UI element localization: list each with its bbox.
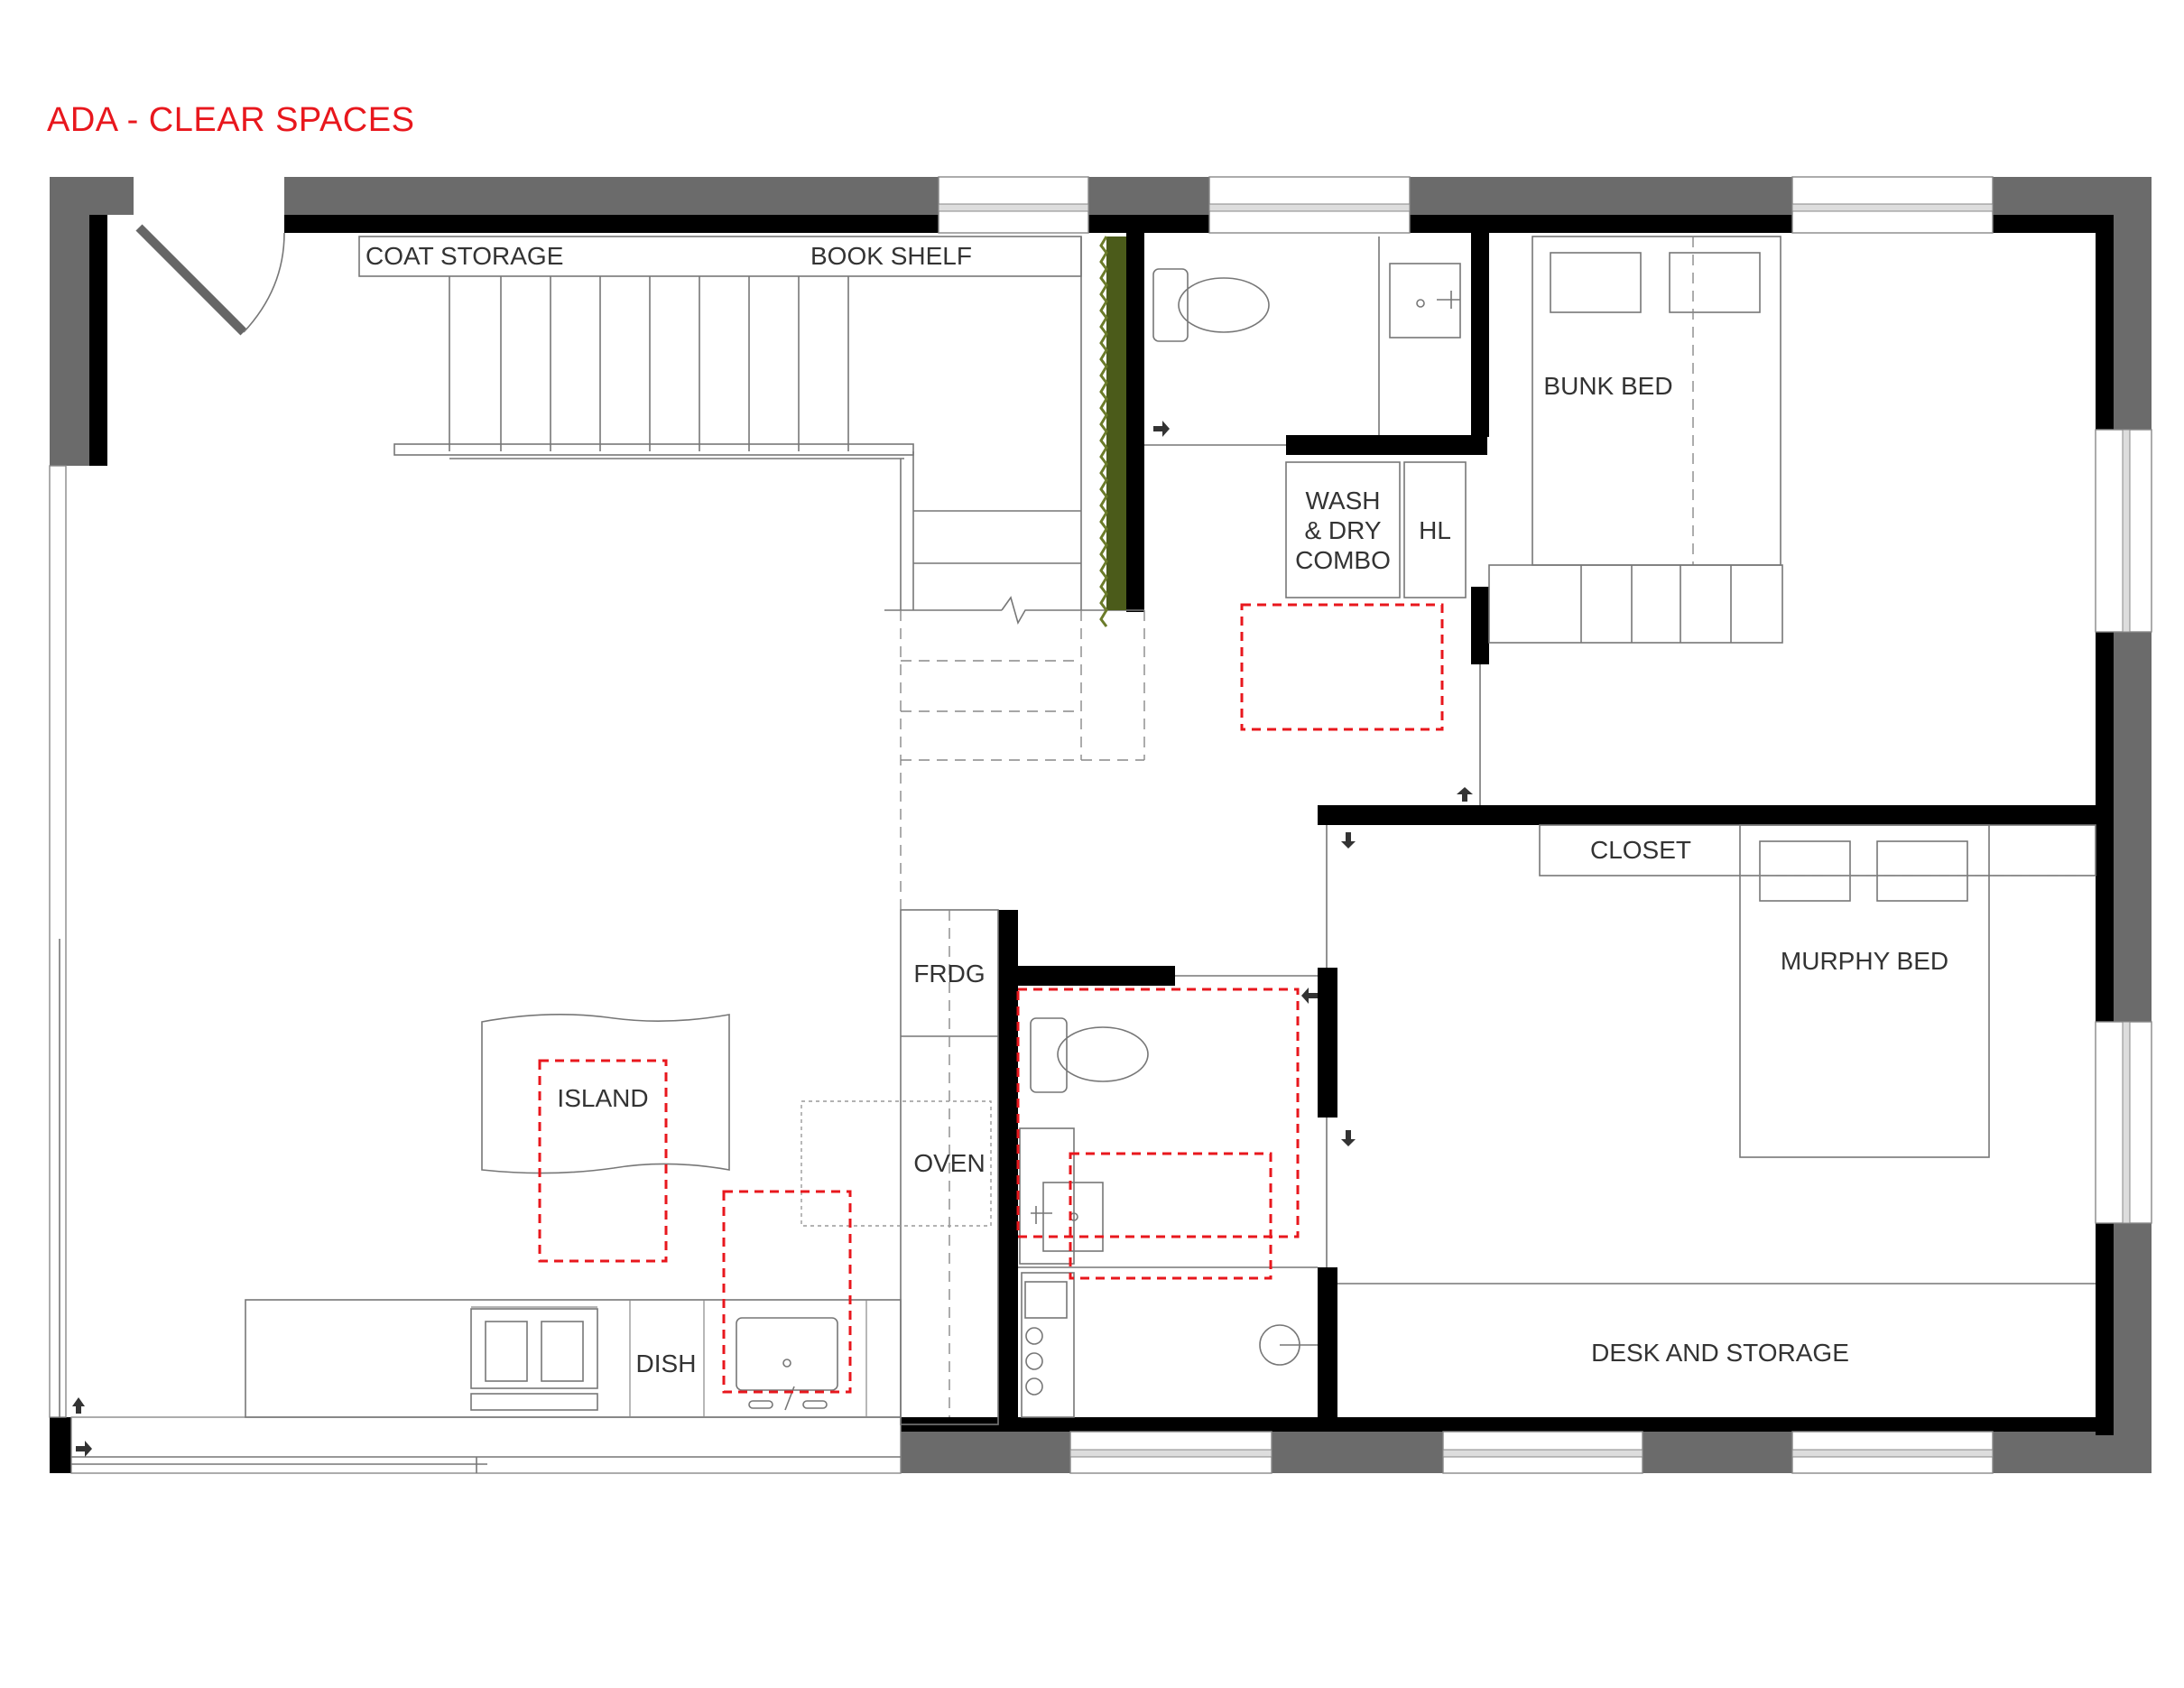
door-arrows [72, 421, 1473, 1457]
page-title: ADA - CLEAR SPACES [47, 101, 415, 139]
bunk-room: BUNK BED [1488, 236, 1783, 644]
label-desk-storage: DESK AND STORAGE [1591, 1339, 1849, 1367]
label-book-shelf: BOOK SHELF [810, 242, 972, 270]
label-combo: COMBO [1295, 546, 1391, 574]
kitchen: FRDG OVEN DISH ISLAND [245, 910, 998, 1418]
arrow-up-icon [1457, 787, 1473, 802]
laundry: WASH & DRY COMBO HL [1240, 461, 1467, 731]
clear-space-island [538, 1059, 668, 1263]
label-hl: HL [1419, 516, 1451, 544]
entry-door [135, 224, 285, 336]
label-murphy-bed: MURPHY BED [1781, 947, 1948, 975]
staircase [358, 236, 1145, 910]
top-bathroom [1152, 237, 1461, 435]
label-closet: CLOSET [1590, 836, 1691, 864]
arrow-right-icon [1153, 421, 1170, 437]
clear-space-laundry [1240, 603, 1444, 731]
clear-space-bath-sink [1069, 1152, 1272, 1280]
arrow-down-icon [1341, 1130, 1356, 1146]
windows [49, 176, 2152, 1474]
label-wash: WASH [1306, 487, 1381, 515]
arrow-right-icon [76, 1441, 92, 1457]
label-oven: OVEN [913, 1149, 985, 1177]
clear-space-bath-toilet [1016, 988, 1300, 1238]
exterior-walls [50, 177, 2152, 1473]
bedroom: CLOSET MURPHY BED DESK AND STORAGE [1337, 824, 2096, 1367]
label-and-dry: & DRY [1304, 516, 1381, 544]
label-frdg: FRDG [913, 960, 985, 988]
arrow-left-icon [1301, 988, 1318, 1004]
label-bunk-bed: BUNK BED [1543, 372, 1672, 400]
interior-walls [900, 233, 2114, 1432]
label-coat-storage: COAT STORAGE [366, 242, 563, 270]
clear-space-kitchen-sink [722, 1190, 852, 1394]
arrow-up-icon [72, 1397, 85, 1406]
label-dish: DISH [636, 1349, 697, 1377]
lower-bathroom [1016, 988, 1318, 1418]
label-island: ISLAND [557, 1084, 648, 1112]
arrow-down-icon [1341, 832, 1356, 849]
plant-wall [1099, 236, 1126, 627]
